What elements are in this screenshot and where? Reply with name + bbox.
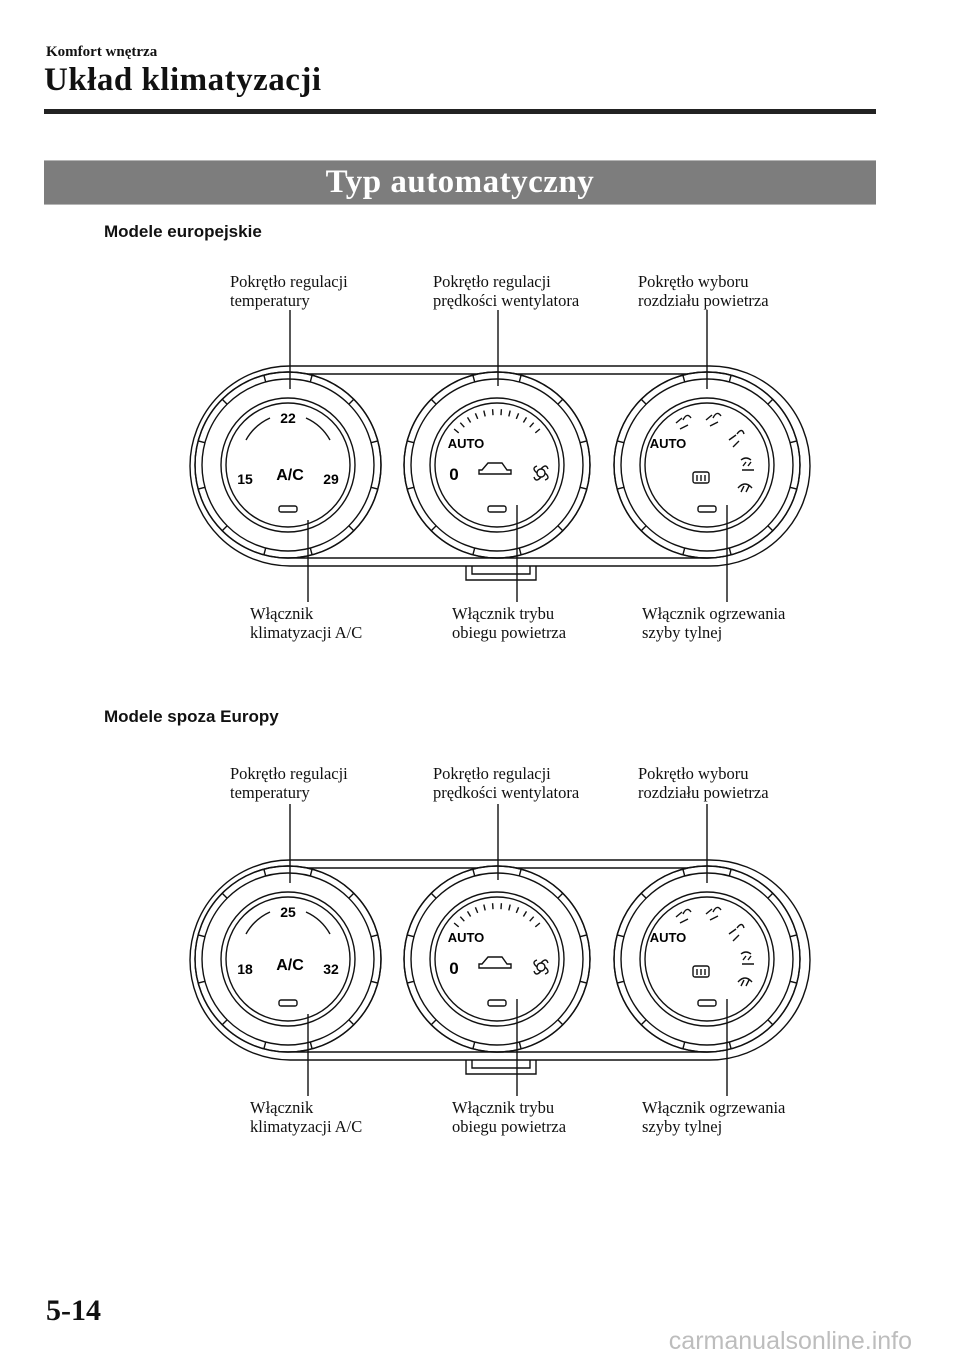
temp-top-label: 22 xyxy=(280,410,296,426)
fan-auto-label: AUTO xyxy=(448,930,485,945)
climate-panel-diagram: 25 18 32 A/C AUTO 0 AUTO xyxy=(189,804,811,1096)
temp-max-label: 29 xyxy=(323,471,339,487)
temp-min-label: 15 xyxy=(237,471,253,487)
temp-top-label: 25 xyxy=(280,904,296,920)
climate-panel-diagram: 22 15 29 A/C AUTO 0 AUTO xyxy=(189,310,811,602)
mode-auto-label: AUTO xyxy=(650,436,687,451)
page-number: 5-14 xyxy=(46,1294,101,1327)
watermark: carmanualsonline.info xyxy=(668,1327,912,1355)
fan-off-label: 0 xyxy=(449,465,458,484)
page-title: Układ klimatyzacji xyxy=(44,62,322,98)
section-banner: Typ automatyczny xyxy=(44,160,876,205)
fan-auto-label: AUTO xyxy=(448,436,485,451)
banner-title: Typ automatyczny xyxy=(325,164,595,200)
mode-auto-label: AUTO xyxy=(650,930,687,945)
temp-min-label: 18 xyxy=(237,961,253,977)
diagram-heading-non-european: Modele spoza Europy xyxy=(104,707,279,726)
title-rule xyxy=(44,109,876,114)
temp-max-label: 32 xyxy=(323,961,339,977)
fan-off-label: 0 xyxy=(449,959,458,978)
ac-label: A/C xyxy=(276,467,304,484)
section-kicker: Komfort wnętrza xyxy=(46,44,158,60)
diagram-heading-european: Modele europejskie xyxy=(104,222,262,241)
ac-label: A/C xyxy=(276,957,304,974)
